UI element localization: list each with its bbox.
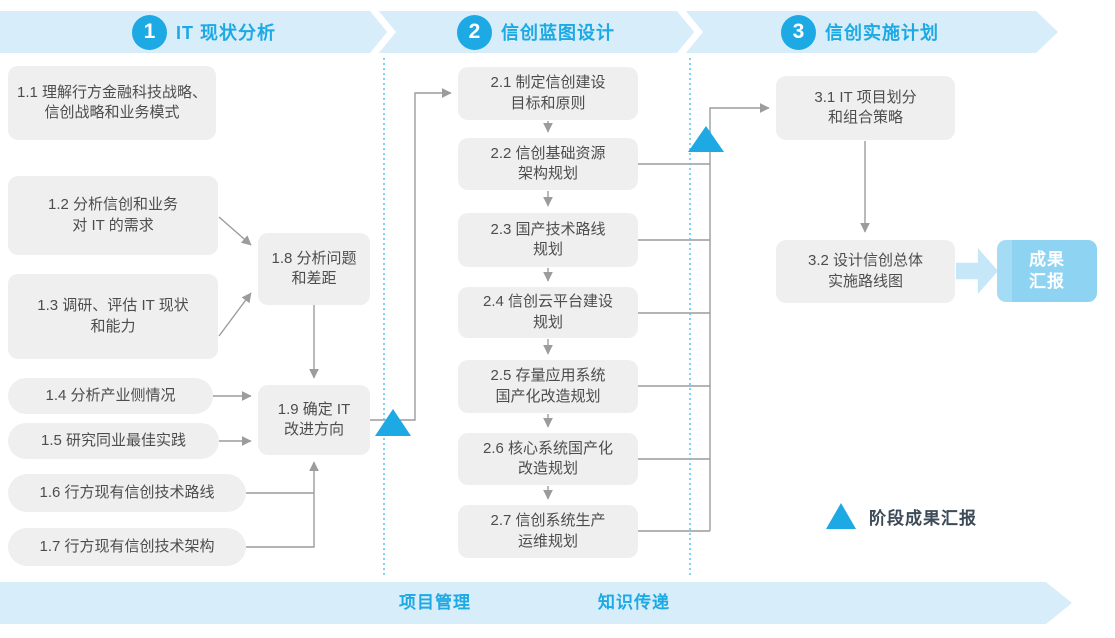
phase-1-header: 1 IT 现状分析 bbox=[132, 11, 276, 53]
connector-1-2-to-1-8 bbox=[218, 216, 252, 246]
connector-1-9-to-2-1 bbox=[370, 88, 452, 421]
footer-label-knowledge-transfer: 知识传递 bbox=[598, 593, 670, 612]
footer-banner: 项目管理 知识传递 bbox=[0, 582, 1072, 624]
connector-1-7-to-1-9 bbox=[246, 461, 319, 548]
phase-2-header: 2 信创蓝图设计 bbox=[457, 11, 615, 53]
phase-2-title: 信创蓝图设计 bbox=[501, 23, 615, 43]
legend: 阶段成果汇报 bbox=[826, 503, 977, 529]
connector-1-3-to-1-8 bbox=[218, 292, 252, 337]
milestone-triangle-icon bbox=[826, 503, 856, 529]
task-2-3-box: 2.3 国产技术路线 规划 bbox=[458, 213, 638, 267]
phase-banner: 1 IT 现状分析 2 信创蓝图设计 3 信创实施计划 bbox=[0, 11, 1058, 53]
phase-1-number-badge: 1 bbox=[132, 15, 167, 50]
task-2-7-box: 2.7 信创系统生产 运维规划 bbox=[458, 505, 638, 558]
legend-label: 阶段成果汇报 bbox=[869, 509, 977, 528]
milestone-triangle-icon bbox=[375, 409, 411, 436]
task-2-5-box: 2.5 存量应用系统 国产化改造规划 bbox=[458, 360, 638, 413]
footer-label-project-management: 项目管理 bbox=[399, 593, 471, 612]
task-1-9-box: 1.9 确定 IT 改进方向 bbox=[258, 385, 370, 455]
task-1-6-box: 1.6 行方现有信创技术路线 bbox=[8, 474, 246, 512]
task-3-1-box: 3.1 IT 项目划分 和组合策略 bbox=[776, 76, 955, 140]
task-1-4-box: 1.4 分析产业侧情况 bbox=[8, 378, 213, 414]
task-1-5-box: 1.5 研究同业最佳实践 bbox=[8, 423, 219, 459]
milestone-triangle-icon bbox=[688, 126, 724, 152]
task-2-2-box: 2.2 信创基础资源 架构规划 bbox=[458, 138, 638, 190]
phase-3-title: 信创实施计划 bbox=[825, 23, 939, 43]
task-1-3-box: 1.3 调研、评估 IT 现状 和能力 bbox=[8, 274, 218, 359]
connector-phase2-to-3-1 bbox=[709, 103, 770, 531]
result-report-box: 成果 汇报 bbox=[997, 240, 1097, 302]
task-1-2-box: 1.2 分析信创和业务 对 IT 的需求 bbox=[8, 176, 218, 255]
phase-3-number-badge: 3 bbox=[781, 15, 816, 50]
task-1-7-box: 1.7 行方现有信创技术架构 bbox=[8, 528, 246, 566]
task-1-8-box: 1.8 分析问题 和差距 bbox=[258, 233, 370, 305]
phase-1-title: IT 现状分析 bbox=[176, 23, 276, 43]
task-3-2-box: 3.2 设计信创总体 实施路线图 bbox=[776, 240, 955, 303]
phase-2-number-badge: 2 bbox=[457, 15, 492, 50]
task-2-4-box: 2.4 信创云平台建设 规划 bbox=[458, 287, 638, 338]
task-1-1-box: 1.1 理解行方金融科技战略、 信创战略和业务模式 bbox=[8, 66, 216, 140]
task-2-6-box: 2.6 核心系统国产化 改造规划 bbox=[458, 433, 638, 485]
phase-3-header: 3 信创实施计划 bbox=[781, 11, 939, 53]
task-2-1-box: 2.1 制定信创建设 目标和原则 bbox=[458, 67, 638, 120]
